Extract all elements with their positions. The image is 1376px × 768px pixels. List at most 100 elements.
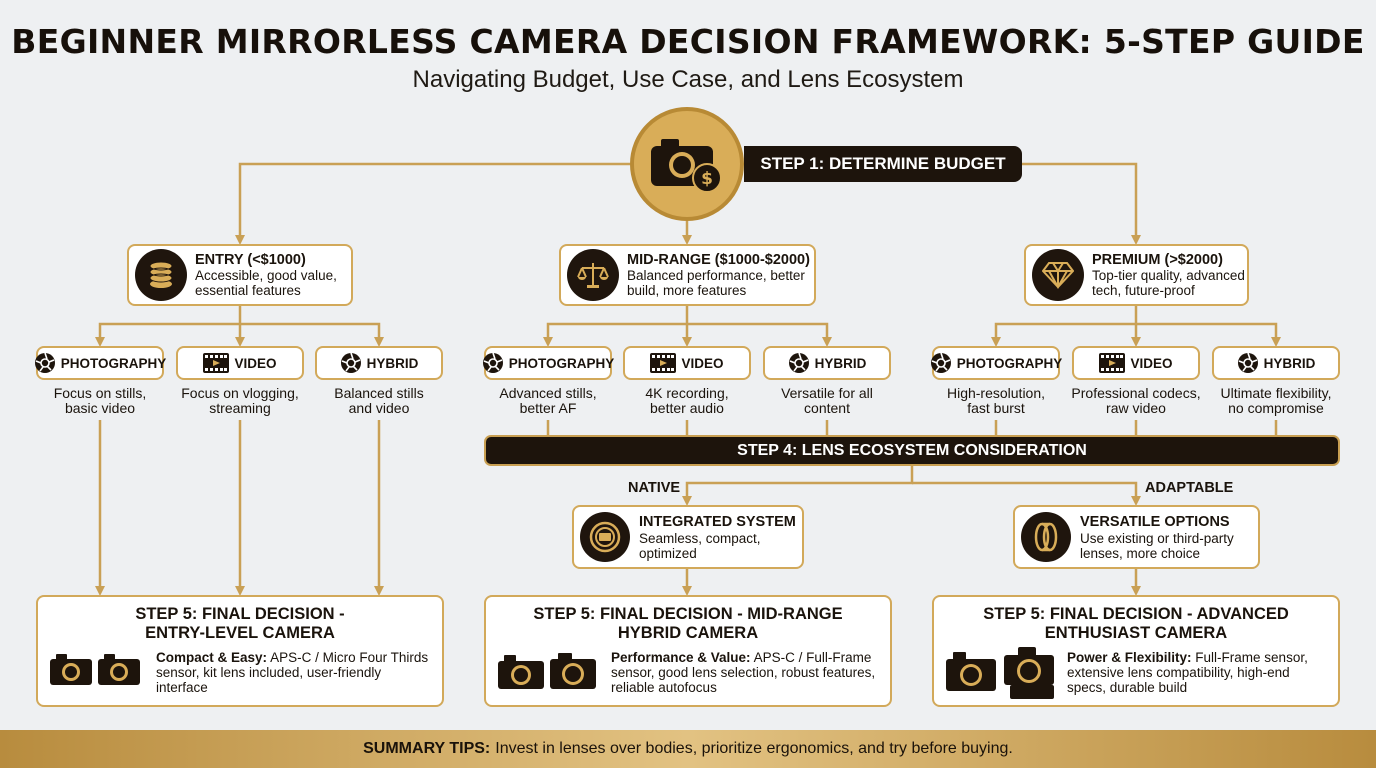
final-desc-line: APS-C / Full-Frame — [753, 650, 872, 665]
usecase-desc-line: Professional codecs, — [1071, 385, 1201, 401]
tier-desc: build, more features — [627, 283, 747, 298]
eco-desc: optimized — [639, 545, 697, 561]
final-title-line: STEP 5: FINAL DECISION - MID-RANGE — [533, 605, 843, 623]
usecase-desc-line: streaming — [209, 400, 271, 416]
usecase-desc-line: basic video — [64, 400, 136, 416]
usecase-label: VIDEO — [681, 355, 724, 371]
camera-icon — [946, 647, 1054, 699]
usecase-desc: Focus on vlogging,streaming — [160, 386, 320, 416]
step4-banner: STEP 4: LENS ECOSYSTEM CONSIDERATION — [484, 435, 1340, 466]
usecase-desc: High-resolution,fast burst — [916, 386, 1076, 416]
tier-desc: Top-tier quality, advanced — [1092, 268, 1245, 283]
final-advanced-enthusiast[interactable]: STEP 5: FINAL DECISION - ADVANCED ENTHUS… — [932, 595, 1340, 707]
usecase-hybrid[interactable]: HYBRID — [1212, 346, 1340, 380]
final-desc-line: sensor, good lens selection, robust feat… — [611, 665, 876, 680]
page-title: BEGINNER MIRRORLESS CAMERA DECISION FRAM… — [11, 22, 1365, 61]
tier-title: PREMIUM (>$2000) — [1092, 252, 1223, 268]
tier-desc: Accessible, good value, — [195, 268, 337, 283]
final-mid-range-hybrid[interactable]: STEP 5: FINAL DECISION - MID-RANGE HYBRI… — [484, 595, 892, 707]
usecase-label: VIDEO — [1130, 355, 1173, 371]
usecase-hybrid[interactable]: HYBRID — [763, 346, 891, 380]
tier-title: MID-RANGE ($1000-$2000) — [627, 252, 810, 268]
usecase-label: HYBRID — [814, 355, 867, 371]
eco-versatile-options[interactable]: VERSATILE OPTIONS Use existing or third-… — [1013, 505, 1260, 569]
camera-icon — [50, 654, 140, 685]
eco-desc: lenses, more choice — [1080, 545, 1201, 561]
usecase-desc-line: Ultimate flexibility, — [1220, 385, 1332, 401]
usecase-video[interactable]: VIDEO — [176, 346, 304, 380]
film-strip-icon — [650, 353, 677, 373]
coins-icon — [135, 249, 187, 301]
final-desc: Performance & Value: APS-C / Full-Frame … — [611, 650, 875, 695]
budget-hub: $ — [630, 107, 744, 221]
usecase-desc-line: no compromise — [1228, 400, 1324, 416]
usecase-video[interactable]: VIDEO — [623, 346, 751, 380]
final-title-line: STEP 5: FINAL DECISION - ADVANCED — [983, 605, 1289, 623]
final-desc: Power & Flexibility: Full-Frame sensor, … — [1067, 650, 1308, 695]
camera-dollar-icon: $ — [651, 139, 722, 193]
tier-mid-range[interactable]: MID-RANGE ($1000-$2000) Balanced perform… — [559, 244, 816, 306]
usecase-desc-line: Focus on vlogging, — [181, 385, 299, 401]
aperture-icon — [482, 352, 504, 374]
aperture-icon — [930, 352, 952, 374]
final-desc-line: specs, durable build — [1067, 680, 1188, 695]
final-desc-bold: Performance & Value: — [611, 650, 751, 665]
final-title: STEP 5: FINAL DECISION - MID-RANGE HYBRI… — [486, 605, 890, 643]
usecase-photography[interactable]: PHOTOGRAPHY — [930, 346, 1063, 380]
tier-title: ENTRY (<$1000) — [195, 252, 306, 268]
usecase-video[interactable]: VIDEO — [1072, 346, 1200, 380]
usecase-photography[interactable]: PHOTOGRAPHY — [482, 346, 615, 380]
final-desc-line: APS-C / Micro Four Thirds — [270, 650, 429, 665]
final-entry-level[interactable]: STEP 5: FINAL DECISION - ENTRY-LEVEL CAM… — [36, 595, 444, 707]
step1-banner: STEP 1: DETERMINE BUDGET — [744, 146, 1022, 182]
usecase-desc-line: Advanced stills, — [499, 385, 597, 401]
eco-integrated-system[interactable]: INTEGRATED SYSTEM Seamless, compact, opt… — [572, 505, 804, 569]
usecase-label: PHOTOGRAPHY — [508, 355, 615, 371]
usecase-desc-line: High-resolution, — [946, 385, 1046, 401]
usecase-desc-line: raw video — [1106, 400, 1166, 416]
usecase-label: PHOTOGRAPHY — [956, 355, 1063, 371]
usecase-desc: Ultimate flexibility,no compromise — [1196, 386, 1356, 416]
camera-icons — [946, 647, 1056, 699]
final-desc: Compact & Easy: APS-C / Micro Four Third… — [156, 650, 428, 695]
tier-desc: Balanced performance, better — [627, 268, 805, 283]
final-title: STEP 5: FINAL DECISION - ADVANCED ENTHUS… — [934, 605, 1338, 643]
final-title-line: HYBRID CAMERA — [617, 624, 759, 642]
usecase-desc-line: 4K recording, — [645, 385, 729, 401]
camera-icons — [498, 653, 596, 689]
usecase-desc-line: Versatile for all — [781, 385, 873, 401]
final-desc-line: interface — [156, 680, 208, 695]
usecase-desc: Focus on stills,basic video — [20, 386, 180, 416]
final-title-line: ENTHUSIAST CAMERA — [1044, 624, 1228, 642]
final-desc-line: sensor, kit lens included, user-friendly — [156, 665, 382, 680]
usecase-label: HYBRID — [366, 355, 419, 371]
diamond-icon — [1032, 249, 1084, 301]
tier-premium[interactable]: PREMIUM (>$2000) Top-tier quality, advan… — [1024, 244, 1249, 306]
page-subtitle: Navigating Budget, Use Case, and Lens Ec… — [412, 66, 964, 93]
usecase-label: HYBRID — [1263, 355, 1316, 371]
final-desc-bold: Power & Flexibility: — [1067, 650, 1192, 665]
usecase-hybrid[interactable]: HYBRID — [315, 346, 443, 380]
eco-title: VERSATILE OPTIONS — [1080, 513, 1230, 530]
native-label: NATIVE — [628, 480, 681, 496]
final-desc-bold: Compact & Easy: — [156, 650, 268, 665]
summary-bar: SUMMARY TIPS: Invest in lenses over bodi… — [0, 730, 1376, 768]
usecase-label: PHOTOGRAPHY — [60, 355, 167, 371]
final-title-line: STEP 5: FINAL DECISION - — [135, 605, 345, 623]
eco-title: INTEGRATED SYSTEM — [639, 513, 796, 530]
camera-icons — [50, 653, 142, 685]
aperture-icon — [340, 352, 362, 374]
eco-desc: Seamless, compact, — [639, 530, 761, 546]
svg-text:$: $ — [701, 169, 713, 189]
usecase-photography[interactable]: PHOTOGRAPHY — [34, 346, 167, 380]
adaptable-label: ADAPTABLE — [1145, 480, 1234, 496]
eco-desc: Use existing or third-party — [1080, 530, 1234, 546]
usecase-desc-line: better AF — [519, 400, 577, 416]
final-title-line: ENTRY-LEVEL CAMERA — [145, 624, 335, 642]
lens-adapter-icon — [1021, 512, 1071, 562]
usecase-desc: 4K recording,better audio — [607, 386, 767, 416]
tier-desc: essential features — [195, 283, 301, 298]
tier-desc: tech, future-proof — [1092, 283, 1195, 298]
tier-entry[interactable]: ENTRY (<$1000) Accessible, good value, e… — [127, 244, 353, 306]
